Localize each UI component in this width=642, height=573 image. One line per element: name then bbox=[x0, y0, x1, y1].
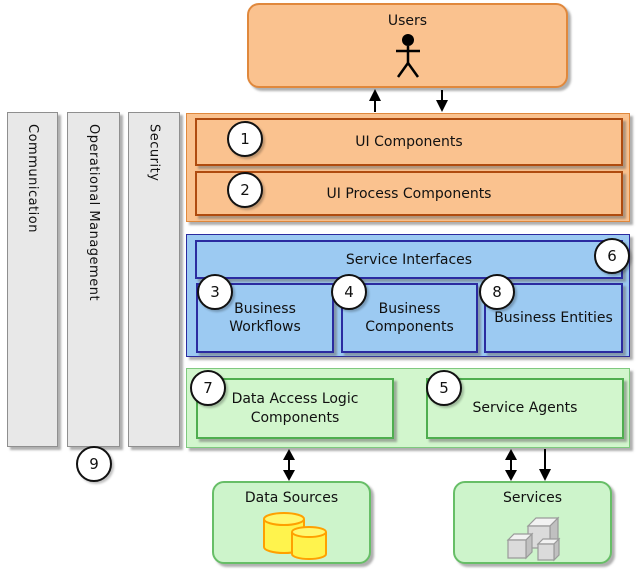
database-cylinders-icon bbox=[262, 512, 327, 560]
business-components-label: Business Components bbox=[365, 300, 454, 335]
ui-process-components-label: UI Process Components bbox=[326, 185, 492, 202]
badge-number: 3 bbox=[210, 283, 220, 301]
services-box: Services bbox=[453, 481, 612, 564]
badge-number: 6 bbox=[607, 247, 617, 265]
arrow-double-data-sources bbox=[283, 449, 295, 481]
cubes-icon bbox=[506, 516, 560, 562]
business-entities-label: Business Entities bbox=[494, 309, 613, 326]
badge-5: 5 bbox=[426, 370, 462, 406]
badge-number: 4 bbox=[344, 283, 354, 301]
arrow-down-services bbox=[539, 449, 551, 481]
arrow-double-services bbox=[505, 449, 517, 481]
service-interfaces-label: Service Interfaces bbox=[345, 251, 473, 268]
data-sources-label: Data Sources bbox=[244, 490, 339, 506]
badge-number: 9 bbox=[89, 455, 99, 473]
vertical-bar-label: Operational Management bbox=[86, 124, 101, 302]
badge-number: 2 bbox=[240, 181, 250, 199]
ui-process-components-bar: UI Process Components bbox=[195, 171, 623, 216]
data-sources-box: Data Sources bbox=[212, 481, 371, 564]
badge-3: 3 bbox=[197, 274, 233, 310]
business-workflows-label: Business Workflows bbox=[229, 300, 301, 335]
badge-1: 1 bbox=[227, 121, 263, 157]
vertical-bar-label: Security bbox=[146, 124, 162, 182]
badge-number: 5 bbox=[439, 379, 449, 397]
users-label: Users bbox=[387, 13, 428, 29]
vertical-bar-operational-management: Operational Management bbox=[67, 112, 120, 447]
business-workflows-box: Business Workflows bbox=[196, 283, 334, 353]
vertical-bar-communication: Communication bbox=[7, 112, 58, 447]
data-layer-container: Data Access Logic Components Service Age… bbox=[186, 368, 630, 448]
vertical-bar-security: Security bbox=[128, 112, 180, 447]
data-access-logic-box: Data Access Logic Components bbox=[196, 378, 394, 439]
services-label: Services bbox=[502, 490, 563, 506]
arrow-up-users bbox=[369, 89, 381, 112]
ui-components-label: UI Components bbox=[355, 134, 463, 150]
badge-8: 8 bbox=[479, 274, 515, 310]
vertical-bar-label: Communication bbox=[25, 124, 40, 233]
service-agents-label: Service Agents bbox=[472, 400, 578, 417]
badge-2: 2 bbox=[227, 172, 263, 208]
service-interfaces-bar: Service Interfaces bbox=[195, 240, 623, 279]
badge-6: 6 bbox=[594, 238, 630, 274]
badge-4: 4 bbox=[331, 274, 367, 310]
data-access-logic-label: Data Access Logic Components bbox=[231, 391, 359, 426]
badge-number: 1 bbox=[240, 130, 250, 148]
badge-9: 9 bbox=[76, 446, 112, 482]
badge-7: 7 bbox=[190, 370, 226, 406]
arrow-down-users bbox=[436, 90, 448, 112]
ui-components-bar: UI Components bbox=[195, 118, 623, 166]
badge-number: 8 bbox=[492, 283, 502, 301]
users-box: Users bbox=[247, 3, 568, 88]
business-layer-container: Service Interfaces Business Workflows Bu… bbox=[186, 234, 630, 357]
badge-number: 7 bbox=[203, 379, 213, 397]
user-stick-figure-icon bbox=[395, 34, 420, 78]
